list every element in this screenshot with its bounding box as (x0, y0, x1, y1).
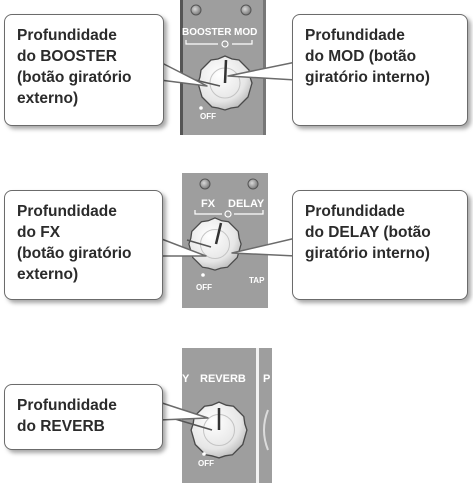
reverb-right-partial-label: P (263, 373, 270, 385)
tap-label: TAP (249, 276, 265, 285)
callout-line: externo) (17, 266, 79, 283)
fx-delay-panel: FX DELAY OFF TAP (182, 173, 268, 308)
pointer-reverb (158, 401, 209, 421)
callout-delay-depth: Profundidade do DELAY (botão giratório i… (292, 190, 468, 300)
callout-line: giratório interno) (305, 245, 430, 262)
callout-line: Profundidade (17, 397, 117, 414)
callout-line: externo) (17, 90, 79, 107)
off-label-3: OFF (198, 459, 214, 468)
off-label-2: OFF (196, 283, 212, 292)
callout-mod-depth: Profundidade do MOD (botão giratório int… (292, 14, 468, 126)
callout-line: do DELAY (botão (305, 224, 431, 241)
off-label-1: OFF (200, 112, 216, 121)
callout-line: Profundidade (17, 27, 117, 44)
callout-reverb-depth: Profundidade do REVERB (4, 384, 163, 450)
pointers (158, 61, 297, 421)
pointer-fx (158, 237, 207, 257)
callout-line: (botão giratório (17, 69, 132, 86)
reverb-left-partial-label: Y (182, 373, 190, 385)
booster-mod-panel: BOOSTER MOD OFF (180, 0, 266, 135)
callout-line: giratório interno) (305, 69, 430, 86)
fx-label: FX (201, 198, 216, 210)
callout-booster-depth: Profundidade do BOOSTER (botão giratório… (4, 14, 164, 126)
callout-line: Profundidade (17, 203, 117, 220)
callout-line: Profundidade (305, 203, 405, 220)
callout-line: do MOD (botão (305, 48, 417, 65)
callout-line: (botão giratório (17, 245, 132, 262)
mod-label: MOD (234, 27, 257, 38)
callout-fx-depth: Profundidade do FX (botão giratório exte… (4, 190, 163, 300)
callout-line: Profundidade (305, 27, 405, 44)
fx-delay-knob[interactable] (188, 217, 242, 271)
delay-label: DELAY (228, 198, 265, 210)
pointer-mod (227, 61, 297, 81)
reverb-label: REVERB (200, 373, 246, 385)
pointer-booster (159, 61, 208, 87)
callout-line: do FX (17, 224, 61, 241)
callout-line: do REVERB (17, 418, 105, 435)
callout-line: do BOOSTER (17, 48, 117, 65)
booster-label: BOOSTER (182, 27, 232, 38)
pointer-delay (231, 237, 297, 257)
